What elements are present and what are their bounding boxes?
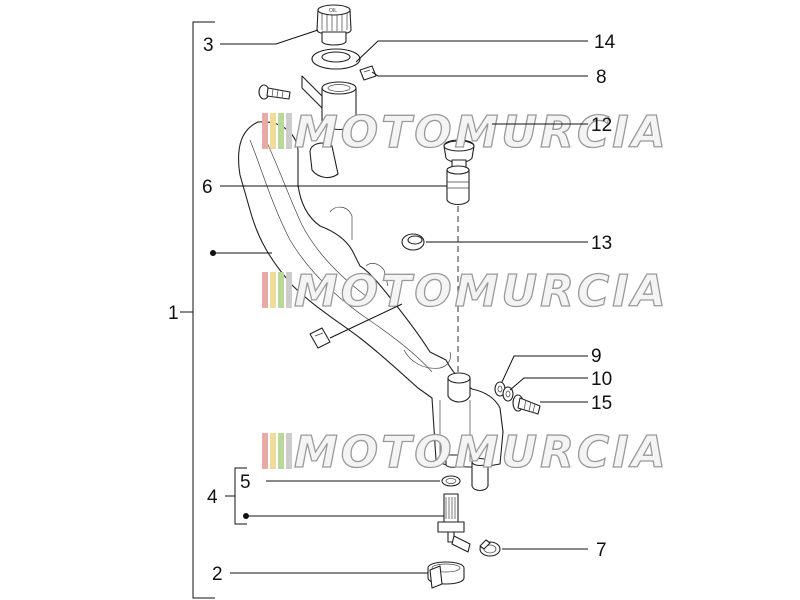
hose-clamp-2: [427, 561, 465, 589]
callout-4: 4: [207, 487, 218, 508]
watermark-text: MOTOMURCIA: [294, 427, 669, 478]
clip-nut-tank: [309, 327, 331, 349]
clip-nut-upper: [359, 65, 377, 81]
callout-13: 13: [591, 233, 612, 254]
filler-gasket: [311, 48, 361, 70]
callout-7: 7: [596, 540, 607, 561]
callout-numbers: 3 14 8 12 6 13 1 9 10 15 5 4 7 2: [168, 32, 616, 585]
filler-cap: OIL: [316, 4, 352, 46]
watermark-stripe: [262, 272, 268, 308]
watermark-stripe: [262, 113, 268, 149]
watermark-text: MOTOMURCIA: [294, 107, 669, 158]
screw-15: [512, 394, 541, 415]
watermark-stripe: [262, 433, 268, 469]
washer-10: [502, 386, 514, 402]
callout-2: 2: [212, 564, 223, 585]
callout-3: 3: [203, 35, 214, 56]
watermark-row-3: MOTOMURCIA: [262, 426, 669, 479]
level-sender: [443, 139, 475, 169]
watermark-stripe: [286, 113, 292, 149]
watermark-stripe: [270, 272, 276, 308]
watermark-stripe: [278, 272, 284, 308]
watermark-stripe: [270, 433, 276, 469]
watermark-stripe: [270, 113, 276, 149]
watermark: MOTOMURCIA MOTOMURCIA MOTOMURCIA: [262, 106, 669, 479]
callout-8: 8: [596, 67, 607, 88]
grommet: [401, 233, 425, 251]
watermark-row-2: MOTOMURCIA: [262, 265, 669, 318]
watermark-stripe: [278, 433, 284, 469]
callout-15: 15: [591, 393, 612, 414]
callout-5: 5: [240, 472, 251, 493]
callout-1: 1: [168, 303, 179, 324]
upper-screw: [258, 84, 291, 100]
callout-9: 9: [591, 346, 602, 367]
outlet-filter: [446, 165, 470, 206]
leader-lines: [180, 21, 588, 599]
callout-10: 10: [591, 369, 612, 390]
watermark-stripe: [286, 272, 292, 308]
hose-clamp-7: [479, 539, 501, 557]
watermark-stripe: [286, 433, 292, 469]
callout-6: 6: [202, 177, 213, 198]
tank-outlet-neck: [445, 372, 489, 492]
svg-text:OIL: OIL: [329, 8, 337, 14]
watermark-stripe: [278, 113, 284, 149]
callout-12: 12: [591, 115, 612, 136]
watermark-row-1: MOTOMURCIA: [262, 106, 669, 159]
tank-filler-neck: [301, 75, 357, 131]
outlet-fitting: [437, 493, 471, 553]
callout-14: 14: [594, 32, 616, 53]
watermark-text: MOTOMURCIA: [294, 266, 669, 317]
o-ring: [441, 475, 461, 487]
